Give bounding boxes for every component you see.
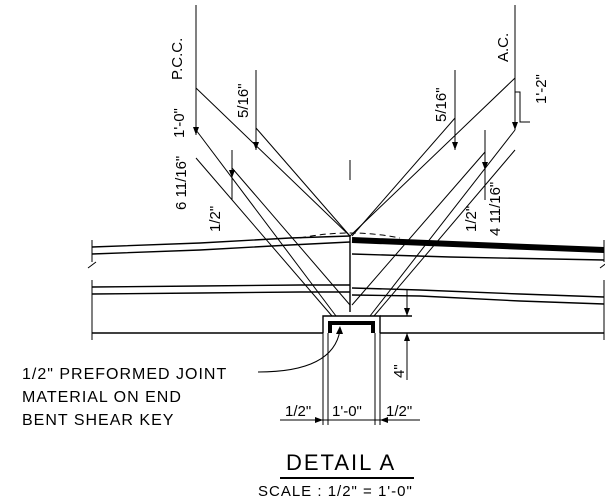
ac-slab-leader [373, 149, 516, 317]
arrow-key-top [404, 308, 410, 316]
ac-depth-bracket [515, 91, 530, 123]
label-pcc: P.C.C. [169, 38, 186, 80]
pcc-top-surface [91, 235, 351, 248]
arrow-pcc-half [229, 170, 235, 178]
arrow-key-bottom [404, 333, 410, 341]
label-key-height: 4" [391, 364, 408, 378]
arrow-pcc-down [193, 127, 199, 135]
arrow-pcc-offset [253, 142, 259, 150]
label-pcc-half: 1/2" [207, 206, 224, 232]
label-bottom-left: 1/2" [285, 403, 311, 420]
bottom-dimensions: 1/2" 1'-0" 1/2" [280, 333, 420, 425]
label-ac-depth: 1'-2" [533, 74, 550, 104]
key-height-dimension: 4" [391, 290, 410, 380]
arrow-ac-offset [452, 142, 458, 150]
label-pcc-offset: 5/16" [235, 83, 252, 118]
label-ac-slab: 4 11/16" [487, 182, 504, 236]
ac-leader-1 [349, 77, 516, 237]
pcc-offset-leader [255, 127, 351, 237]
joint-note: 1/2" PREFORMED JOINT MATERIAL ON END BEN… [22, 326, 343, 429]
ac-offset-leader [351, 117, 456, 237]
label-bottom-right: 1/2" [386, 403, 412, 420]
label-pcc-slab: 6 11/16" [173, 156, 190, 210]
pcc-half-leader [231, 167, 351, 306]
label-ac: A.C. [495, 33, 512, 62]
note-line-1: 1/2" PREFORMED JOINT [22, 366, 227, 383]
right-break-mark [599, 240, 605, 340]
pcc-leader-2 [195, 129, 337, 317]
shear-key [322, 315, 412, 333]
arrow-dim-1 [315, 417, 323, 423]
right-mid-line-1 [351, 287, 605, 298]
pcc-slab-leader [195, 157, 333, 317]
detail-scale: SCALE : 1/2" = 1'-0" [258, 483, 413, 500]
title-block: DETAIL A SCALE : 1/2" = 1'-0" [258, 450, 414, 500]
left-break-mark [87, 240, 97, 340]
ac-leader-2 [369, 129, 516, 317]
shear-key-outline [322, 315, 381, 333]
preformed-joint-material [328, 321, 375, 333]
crown-dashed-arc [299, 232, 401, 239]
ac-half-leader [351, 151, 486, 306]
left-mid-line-2 [91, 291, 350, 295]
detail-title: DETAIL A [286, 450, 396, 475]
left-leader-lines [193, 5, 351, 317]
note-line-2: MATERIAL ON END [22, 389, 182, 406]
arrow-dim-2 [380, 417, 388, 423]
note-arrow [336, 326, 343, 334]
deck-structure [87, 160, 605, 340]
label-ac-offset: 5/16" [433, 87, 450, 122]
pcc-leader-1 [195, 87, 351, 237]
label-ac-half: 1/2" [463, 206, 480, 232]
right-leader-lines [349, 5, 530, 317]
left-mid-line-1 [91, 284, 350, 288]
arrow-ac-down [512, 122, 518, 130]
note-leader [257, 329, 341, 373]
label-bottom-center: 1'-0" [332, 403, 362, 420]
note-line-3: BENT SHEAR KEY [22, 412, 174, 429]
ac-top-surface-lower [351, 253, 605, 261]
ac-overlay-thick [351, 237, 605, 253]
arrow-ac-half [482, 162, 488, 170]
pcc-top-surface-lower [91, 241, 351, 255]
label-pcc-depth: 1'-0" [171, 108, 188, 138]
